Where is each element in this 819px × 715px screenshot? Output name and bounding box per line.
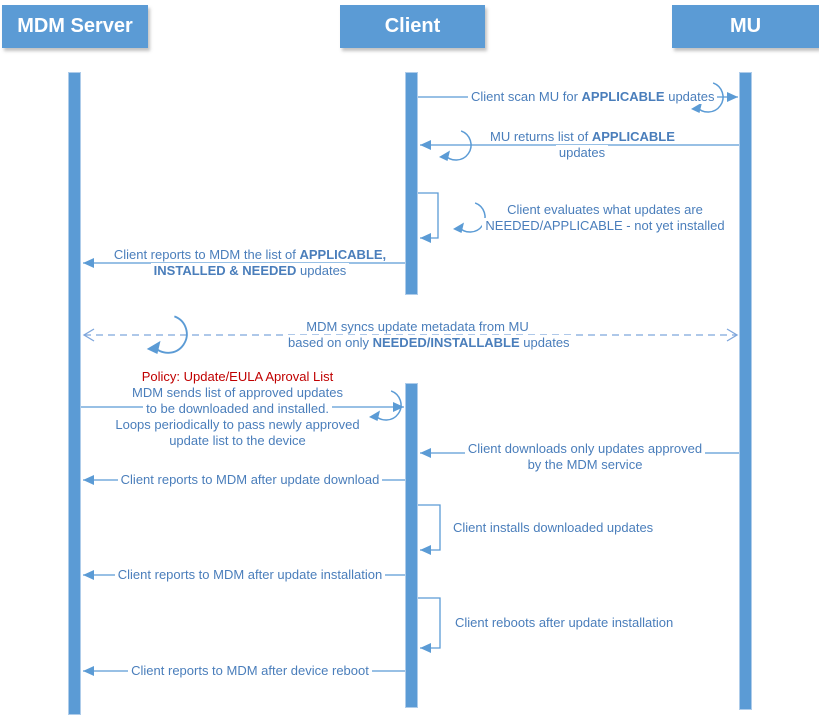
- message-label-reports-list: Client reports to MDM the list of APPLIC…: [95, 247, 405, 279]
- message-label-installs: Client installs downloaded updates: [450, 520, 690, 536]
- actor-box-mu: MU: [672, 5, 819, 48]
- message-label-reboots: Client reboots after update installation: [452, 615, 692, 631]
- actor-box-mdm-server: MDM Server: [2, 5, 148, 48]
- lifeline-mu: [739, 72, 752, 710]
- message-label-scan: Client scan MU for APPLICABLE updates: [468, 89, 718, 105]
- lifeline-client-lower: [405, 383, 418, 708]
- message-label-report-download: Client reports to MDM after update downl…: [110, 472, 390, 488]
- self-loop-evaluates: [418, 192, 439, 243]
- self-loop-reboots: [418, 597, 441, 653]
- lifeline-client-upper: [405, 72, 418, 295]
- message-label-report-install: Client reports to MDM after update insta…: [100, 567, 400, 583]
- self-loop-installs: [418, 504, 441, 555]
- actor-box-client: Client: [340, 5, 485, 48]
- loop-icon-returns: [438, 130, 472, 162]
- message-label-report-reboot: Client reports to MDM after device reboo…: [115, 663, 385, 679]
